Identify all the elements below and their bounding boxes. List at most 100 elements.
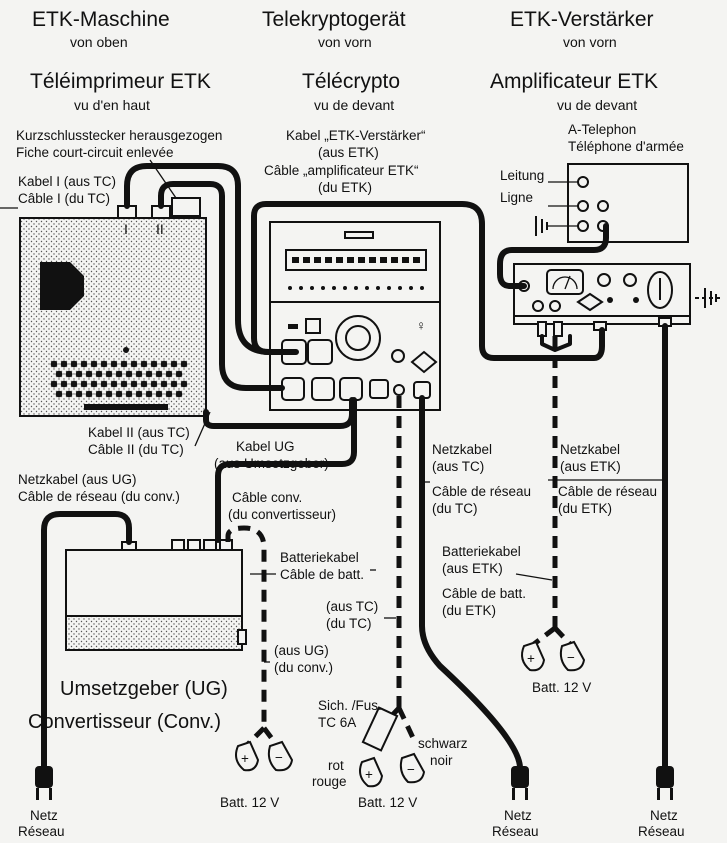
fuse-label-1: Sich. /Fus.	[318, 698, 382, 713]
tc-display-cell	[336, 257, 343, 263]
telephone-terminal-2	[577, 200, 589, 212]
tc-socket-top-2	[307, 339, 333, 365]
ug-cable-label-de-1: Kabel UG	[236, 439, 295, 454]
converter-title-fr: Convertisseur (Conv.)	[28, 711, 221, 733]
amplifier-lamp-1-icon	[597, 273, 611, 287]
tc-title-de: Telekryptogerät	[262, 8, 406, 31]
etk-amplifier	[513, 263, 691, 337]
keyboard-key	[135, 390, 143, 398]
mains-plug-tc-icon	[511, 766, 529, 800]
keyboard-key	[170, 380, 178, 388]
amplifier-selector-knob[interactable]	[576, 292, 604, 312]
keyboard-key	[170, 360, 178, 368]
tc-view-de: von vorn	[318, 34, 372, 50]
amplifier-title-de: ETK-Verstärker	[510, 8, 654, 31]
tc-title-fr: Télécrypto	[302, 70, 400, 93]
keyboard-key	[110, 360, 118, 368]
battery-etk-label-4: (du ETK)	[442, 603, 496, 618]
battery-tc-label-2: (du TC)	[326, 616, 372, 631]
amplifier-connector-2	[553, 321, 563, 337]
keyboard-key	[125, 390, 133, 398]
tc-display-cell	[358, 257, 365, 263]
tc-display-cell	[402, 257, 409, 263]
keyboard-key	[75, 370, 83, 378]
tc-view-fr: vu de devant	[314, 97, 394, 113]
keyboard-key	[55, 370, 63, 378]
keyboard-key	[150, 360, 158, 368]
tc-indicator-dot	[299, 286, 303, 290]
keyboard-key	[120, 360, 128, 368]
mains-etk-label-de-2: (aus ETK)	[560, 459, 621, 474]
amp-cable-label-de-1: Kabel „ETK-Verstärker“	[286, 128, 426, 143]
tc-rotary-dial-inner	[345, 325, 371, 351]
tc-selector-knob[interactable]	[410, 350, 438, 374]
clamp-amp-plus-sign: +	[527, 651, 535, 666]
mains-plug-amplifier-icon	[656, 766, 674, 800]
fuse-label-2: TC 6A	[318, 715, 356, 730]
tc-display-cell	[325, 257, 332, 263]
tc-indicator-dot	[288, 286, 292, 290]
battery-clamps-converter: + −	[235, 740, 294, 772]
battery-etk-label-1: Batteriekabel	[442, 544, 521, 559]
mains-tc-label-fr-1: Câble de réseau	[432, 484, 531, 499]
keyboard-key	[60, 380, 68, 388]
amplifier-meter	[546, 269, 584, 295]
keyboard-key	[115, 370, 123, 378]
tc-display-digits	[292, 257, 420, 263]
tc-lamp-symbol: ♀	[416, 318, 426, 333]
battery-cable-converter	[225, 525, 267, 728]
clamp-amp-minus-icon	[559, 640, 586, 672]
keyboard-key	[100, 360, 108, 368]
amp-cable-label-fr-2: (du ETK)	[318, 180, 372, 195]
amplifier-meter-needle	[552, 275, 578, 290]
tc-small-knob[interactable]	[391, 349, 405, 363]
keyboard-key	[60, 360, 68, 368]
keyboard-key	[110, 380, 118, 388]
battery-amplifier-fork	[540, 334, 572, 352]
battery-label-amplifier: Batt. 12 V	[532, 680, 591, 695]
red-label-de: rot	[328, 758, 344, 773]
amplifier-socket-3	[549, 300, 561, 312]
clamp-tc-plus-sign: +	[365, 767, 373, 782]
battery-cable-converter-split	[246, 726, 278, 746]
etk-machine-handle	[40, 262, 84, 310]
keyboard-key	[175, 390, 183, 398]
keyboard-key	[100, 380, 108, 388]
keyboard-key	[135, 370, 143, 378]
battery-label-converter: Batt. 12 V	[220, 795, 279, 810]
cable-1	[124, 163, 285, 355]
telephone-terminal-4	[597, 200, 609, 212]
keyboard-key	[70, 380, 78, 388]
ug-cable-label-fr-2: (du convertisseur)	[228, 507, 336, 522]
fuse	[361, 706, 399, 752]
amplifier-socket-2	[532, 300, 544, 312]
amplifier-view-de: von vorn	[563, 34, 617, 50]
a-telephone-label-fr: Téléphone d'armée	[568, 139, 684, 154]
converter-base	[65, 615, 243, 651]
tc-indicator-row	[288, 286, 424, 290]
keyboard-key	[130, 360, 138, 368]
tc-display-cell	[292, 257, 299, 263]
black-label-fr: noir	[430, 753, 453, 768]
battery-ug-label-de: Batteriekabel	[280, 550, 359, 565]
etk-machine-title-fr: Téléimprimeur ETK	[30, 70, 211, 93]
tc-display-cell	[303, 257, 310, 263]
etk-machine: I II	[19, 197, 207, 417]
keyboard-key	[80, 360, 88, 368]
tc-indicator-dot	[409, 286, 413, 290]
tc-indicator-dot	[365, 286, 369, 290]
keyboard-key	[120, 380, 128, 388]
amplifier-title-fr: Amplificateur ETK	[490, 70, 658, 93]
keyboard-key	[150, 380, 158, 388]
telephone-cable	[497, 223, 609, 289]
telephone-terminal-3	[577, 220, 589, 232]
clamp-tc-plus-icon	[359, 756, 384, 788]
clamp-plus-sign: +	[241, 751, 249, 766]
tc-battery-socket	[393, 384, 405, 396]
keyboard-key	[85, 370, 93, 378]
short-plug-label-de: Kurzschlusstecker herausgezogen	[16, 128, 222, 143]
keyboard-key	[95, 370, 103, 378]
keyboard-key	[105, 370, 113, 378]
line-label-de: Leitung	[500, 168, 544, 183]
keyboard-key	[165, 390, 173, 398]
